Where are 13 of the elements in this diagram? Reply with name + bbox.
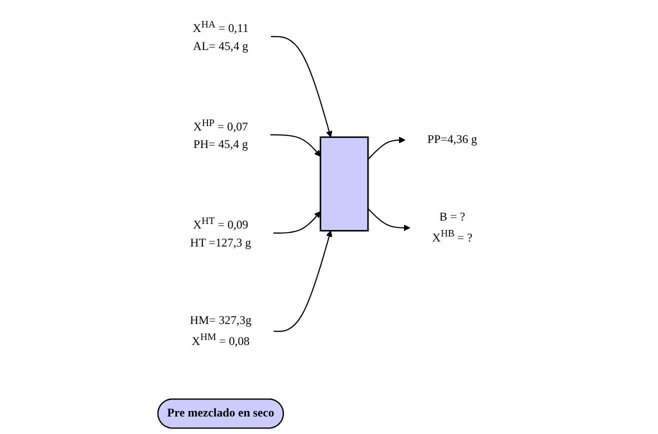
arrow	[368, 136, 406, 160]
node-text: PP=4,36 g	[428, 133, 478, 146]
node-text: X$^{HP}$ = 0,07 PH= 45,4 g	[194, 116, 248, 152]
arrow	[368, 208, 410, 232]
node-text: B = ? X$^{HB}$ = ?	[432, 210, 473, 244]
arrow	[274, 230, 333, 332]
arrow	[270, 134, 322, 157]
arrow	[271, 36, 333, 138]
arrow	[274, 211, 322, 234]
node-text: HM= 327,3g X$^{HM}$ = 0,08	[190, 314, 252, 348]
node-box	[320, 136, 370, 232]
node-text: X$^{HA}$ = 0,11 AL= 45,4 g	[193, 18, 249, 53]
node-text: X$^{HT}$ = 0,09 HT =127,3 g	[190, 215, 252, 250]
